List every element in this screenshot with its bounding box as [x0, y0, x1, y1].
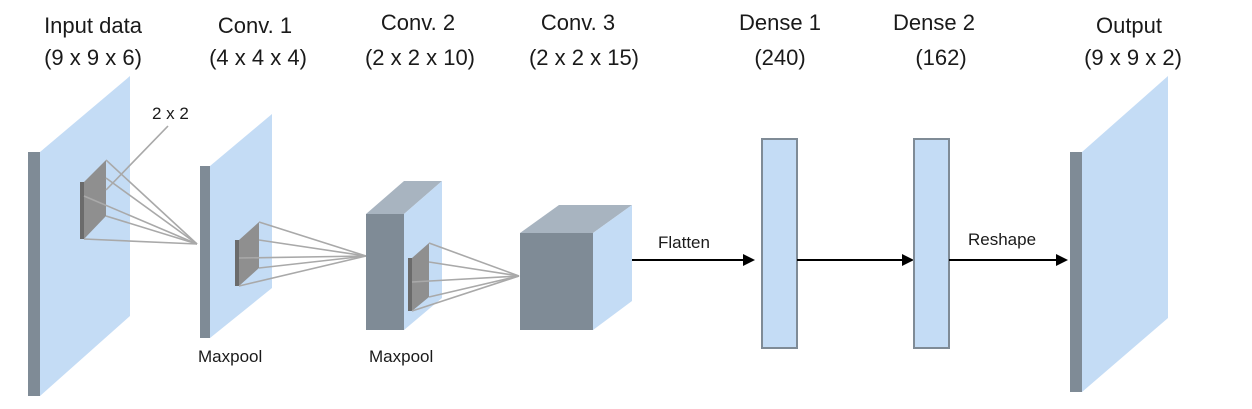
input-filter: [84, 160, 106, 239]
conv1-filter: [239, 222, 259, 286]
dense2-layer-name: Dense 2: [893, 10, 975, 35]
kernel-size-label: 2 x 2: [152, 104, 189, 123]
input-layer-shape: (9 x 9 x 6): [44, 45, 142, 70]
conv1-layer-shape: (4 x 4 x 4): [209, 45, 307, 70]
conv3-layer-name: Conv. 3: [541, 10, 615, 35]
dense1-layer-name: Dense 1: [739, 10, 821, 35]
conv3-block: [520, 205, 632, 330]
input-conv1-rays: [83, 125, 198, 245]
conv2-filter: [412, 243, 429, 311]
dense1-block: [761, 138, 798, 349]
dense1-layer-shape: (240): [754, 45, 805, 70]
output-layer-name: Output: [1096, 13, 1162, 38]
conv1-block: [200, 114, 272, 338]
conv3-layer-shape: (2 x 2 x 15): [529, 45, 639, 70]
conv1-conv2-rays: [238, 221, 367, 287]
input-data-block: [28, 76, 130, 396]
output-layer-shape: (9 x 9 x 2): [1084, 45, 1182, 70]
output-block: [1070, 76, 1168, 392]
reshape-label: Reshape: [968, 230, 1036, 249]
maxpool-label-2: Maxpool: [369, 347, 433, 366]
conv2-layer-shape: (2 x 2 x 10): [365, 45, 475, 70]
conv2-conv3-rays: [411, 242, 520, 312]
maxpool-label-1: Maxpool: [198, 347, 262, 366]
reshape-arrow: [949, 254, 1068, 266]
dense1-dense2-arrow: [797, 254, 914, 266]
flatten-label: Flatten: [658, 233, 710, 252]
dense2-block: [913, 138, 950, 349]
flatten-arrow: [632, 254, 755, 266]
layer-titles: Input data (9 x 9 x 6) Conv. 1 (4 x 4 x …: [44, 10, 1182, 70]
conv1-layer-name: Conv. 1: [218, 13, 292, 38]
dense2-layer-shape: (162): [915, 45, 966, 70]
conv2-layer-name: Conv. 2: [381, 10, 455, 35]
input-layer-name: Input data: [44, 13, 143, 38]
conv2-block: [366, 181, 442, 330]
